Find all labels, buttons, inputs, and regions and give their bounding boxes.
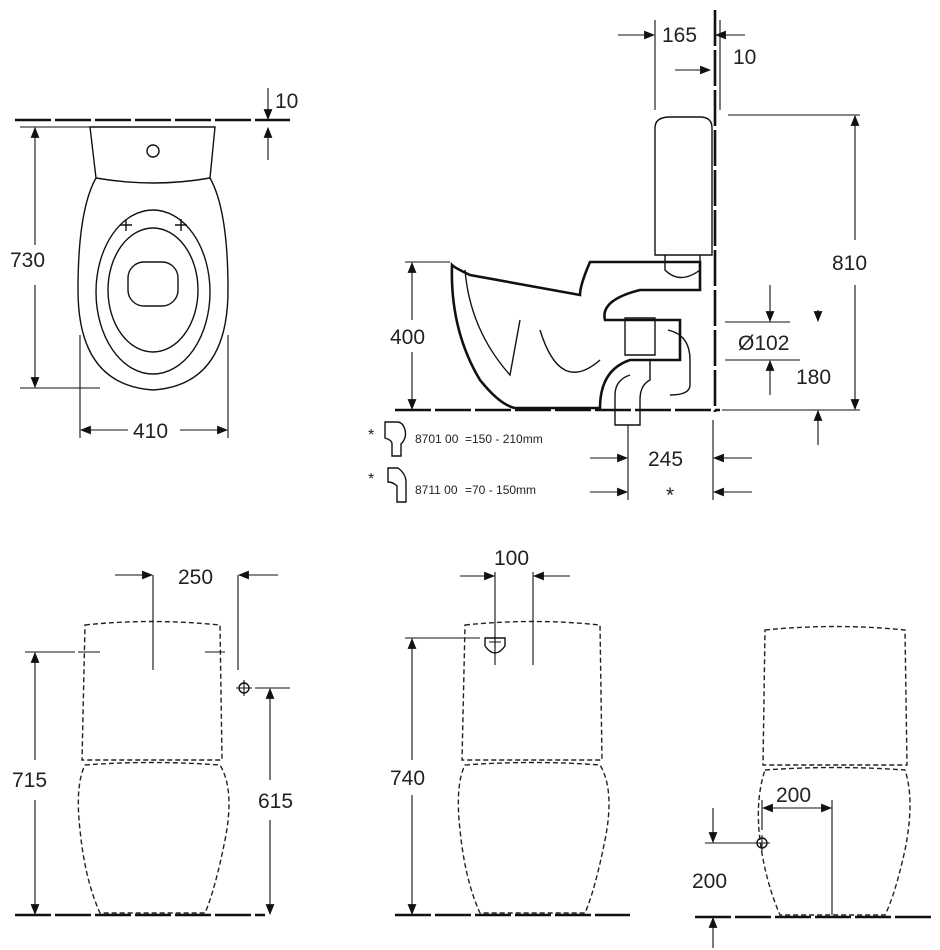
wall-gap-dimension: 10 <box>275 90 298 113</box>
front-height-dimension: 715 <box>12 769 47 792</box>
inlet-height-dimension: 615 <box>258 790 293 813</box>
outlet-height-dimension: 180 <box>796 366 831 389</box>
offset-x-dimension: 200 <box>776 784 811 807</box>
spacing-dimension: 250 <box>178 566 213 589</box>
footnote-2: * 8711 00 =70 - 150mm <box>368 467 536 503</box>
outlet-star: * <box>666 484 674 507</box>
front-view-1: 250 715 615 <box>12 566 293 917</box>
svg-text:=70 - 150mm: =70 - 150mm <box>465 483 536 497</box>
svg-text:=150 - 210mm: =150 - 210mm <box>465 432 543 446</box>
front-view-3: 200 200 <box>692 625 932 948</box>
front-view-2: 100 740 <box>390 547 630 917</box>
svg-text:8701 00: 8701 00 <box>415 432 459 446</box>
depth-dimension: 730 <box>10 249 45 272</box>
offset-y-dimension: 200 <box>692 870 727 893</box>
svg-text:*: * <box>368 427 374 444</box>
svg-text:*: * <box>368 471 374 488</box>
total-height-dimension: 810 <box>832 252 867 275</box>
tank-depth-dimension: 165 <box>662 24 697 47</box>
side-view: 400 810 165 10 Ø102 180 245 * * 8701 00 … <box>368 10 867 507</box>
front-height-2-dimension: 740 <box>390 767 425 790</box>
seat-height-dimension: 400 <box>390 326 425 349</box>
width-dimension: 410 <box>133 420 168 443</box>
footnote-1: * 8701 00 =150 - 210mm <box>368 421 543 457</box>
pipe-straight-icon <box>387 467 407 503</box>
side-wall-gap-dimension: 10 <box>733 46 756 69</box>
outlet-distance-dimension: 245 <box>648 448 683 471</box>
outlet-diameter-dimension: Ø102 <box>738 332 789 355</box>
offset-dimension: 100 <box>494 547 529 570</box>
pipe-bend-icon <box>384 421 407 457</box>
top-view: 730 410 10 <box>10 88 298 443</box>
svg-text:8711 00: 8711 00 <box>415 483 458 497</box>
